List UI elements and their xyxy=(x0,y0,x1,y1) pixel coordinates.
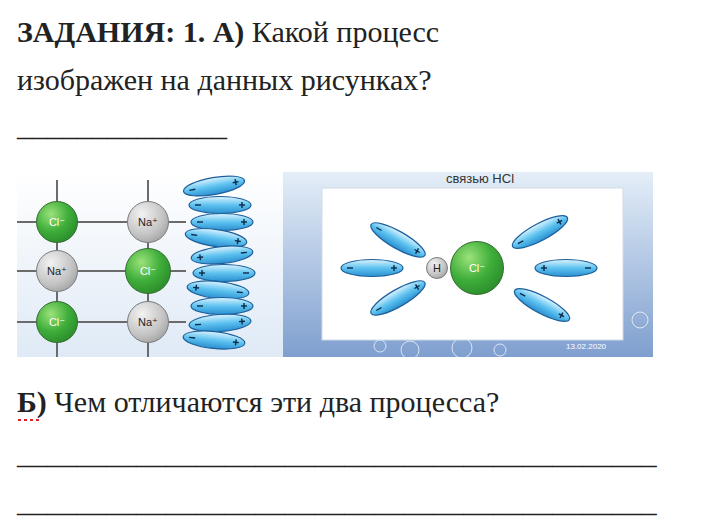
bubble xyxy=(374,340,386,352)
ion-circle: H xyxy=(426,257,448,279)
bubble xyxy=(401,341,419,359)
text-line: связью HCl xyxy=(446,171,514,187)
dipole xyxy=(191,214,253,231)
text-line: ______________ xyxy=(17,102,227,150)
dipole xyxy=(182,328,245,351)
chloride-ion: Cl⁻ xyxy=(36,201,78,243)
dipole xyxy=(535,260,597,277)
text-line: ________________________________________… xyxy=(17,430,657,478)
right-panel xyxy=(283,172,653,357)
text-line: ________________________________________… xyxy=(17,478,657,526)
inner-frame xyxy=(322,188,623,340)
bubble xyxy=(632,312,648,328)
ion-circle: Na⁺ xyxy=(127,201,169,243)
dipole xyxy=(191,298,253,315)
answer-line: ________________________________________… xyxy=(17,437,657,470)
dipole xyxy=(341,260,403,277)
answer-line: ______________ xyxy=(17,109,227,142)
chloride-ion: Cl⁻ xyxy=(36,301,78,343)
spellcheck-mark xyxy=(18,419,40,421)
bubble xyxy=(452,338,472,358)
ion-label: Cl⁻ xyxy=(49,317,65,328)
ion-label: Cl⁻ xyxy=(140,266,156,277)
date-stamp: 13.02.2020 xyxy=(566,342,606,351)
lattice-lines xyxy=(17,180,186,357)
lattice-bond xyxy=(56,292,58,301)
ion-circle: Na⁺ xyxy=(127,301,169,343)
task-heading: Б) xyxy=(17,385,47,418)
lattice-bond xyxy=(56,243,58,250)
text-line: ЗАДАНИЯ: 1. А) Какой процесс изображен н… xyxy=(17,8,577,104)
ion-circle: Na⁺ xyxy=(36,250,78,292)
task-heading: ЗАДАНИЯ: 1. А) xyxy=(17,15,244,48)
dipole xyxy=(193,265,255,282)
dipole xyxy=(511,283,574,327)
dipole xyxy=(509,210,572,254)
text-line: 13.02.2020 xyxy=(566,342,606,352)
dipole xyxy=(189,197,251,214)
left-panel xyxy=(17,172,283,357)
dipole xyxy=(188,312,251,333)
ion-label: H xyxy=(433,263,441,274)
lattice-bond xyxy=(147,294,149,301)
bubble xyxy=(494,344,506,356)
lattice-bond xyxy=(78,270,125,272)
chloride-ion: Cl⁻ xyxy=(450,241,504,295)
ion-label: Na⁺ xyxy=(138,217,158,228)
answer-line: ________________________________________… xyxy=(17,485,657,518)
ion-label: Cl⁻ xyxy=(49,217,65,228)
water-dipoles xyxy=(182,172,597,351)
ion-label: Na⁺ xyxy=(138,317,158,328)
lattice-bond xyxy=(78,221,127,223)
chloride-ion: Cl⁻ xyxy=(125,248,171,294)
dipole xyxy=(182,172,246,200)
caption-fragment: связью HCl xyxy=(446,171,514,186)
dipole xyxy=(367,217,429,263)
dipole xyxy=(190,243,253,266)
ion-label: Cl⁻ xyxy=(469,263,485,274)
ion-label: Na⁺ xyxy=(47,266,67,277)
question-text: Чем отличаются эти два процесса? xyxy=(54,385,499,418)
dipole xyxy=(367,275,429,321)
text-line: Б) Чем отличаются эти два процесса? xyxy=(17,378,499,426)
lattice-bond xyxy=(78,321,127,323)
